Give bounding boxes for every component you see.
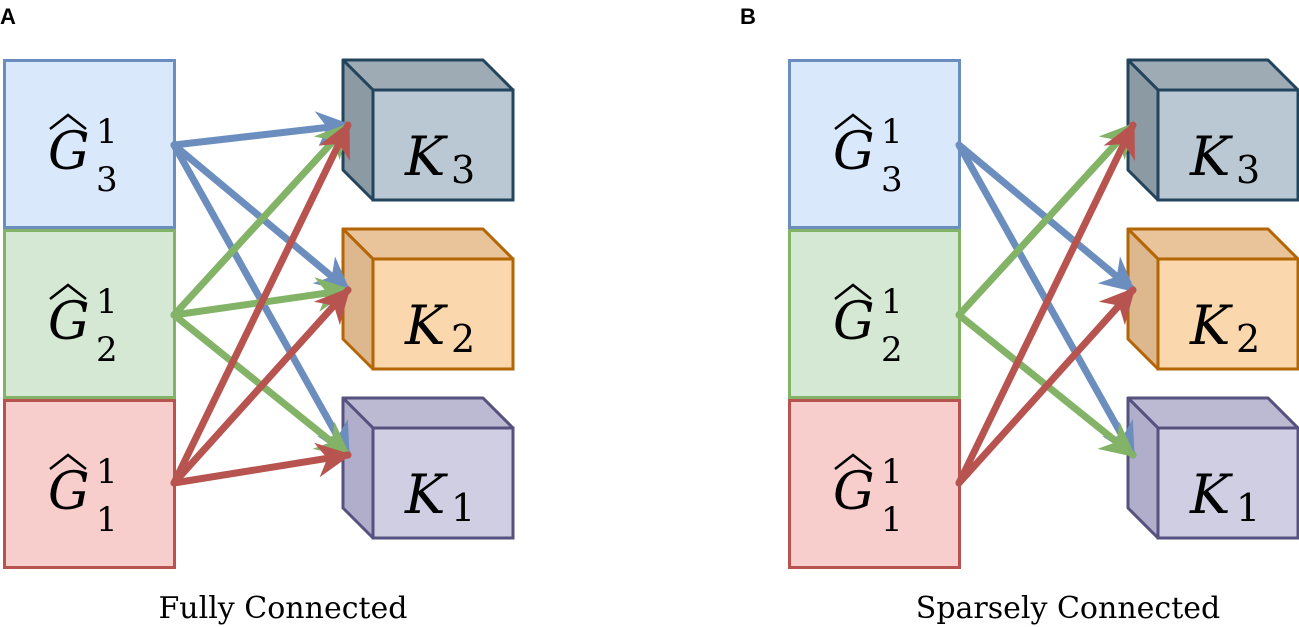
arrow-g2-to-k3 [170, 121, 352, 319]
hat-accent [49, 283, 87, 300]
output-symbol: K [1189, 125, 1233, 188]
output-symbol: K [1189, 294, 1233, 357]
input-subscript: 1 [881, 500, 903, 540]
input-symbol: G [48, 292, 90, 352]
input-symbol: G [833, 122, 875, 182]
input-superscript: 1 [881, 282, 903, 322]
panel-caption: Sparsely Connected [916, 591, 1220, 626]
input-subscript: 3 [96, 160, 118, 200]
input-symbol: G [833, 292, 875, 352]
arrow-g1-to-k3 [955, 121, 1137, 487]
output-symbol: K [1189, 463, 1233, 526]
output-symbol: K [404, 125, 448, 188]
output-subscript: 1 [451, 486, 475, 530]
input-subscript: 2 [96, 330, 118, 370]
input-symbol: G [833, 462, 875, 522]
arrow-g1-to-k2 [955, 286, 1137, 487]
output-subscript: 2 [451, 317, 475, 361]
output-subscript: 3 [451, 148, 475, 192]
connections [170, 111, 352, 487]
output-symbol: K [404, 463, 448, 526]
hat-accent [49, 453, 87, 470]
hat-accent [834, 453, 872, 470]
panel-caption: Fully Connected [158, 591, 407, 626]
input-superscript: 1 [96, 452, 118, 492]
panel-label: B [740, 4, 756, 29]
hat-accent [834, 283, 872, 300]
output-symbol: K [404, 294, 448, 357]
input-symbol: G [48, 462, 90, 522]
input-subscript: 3 [881, 160, 903, 200]
input-subscript: 1 [96, 500, 118, 540]
input-superscript: 1 [96, 282, 118, 322]
output-subscript: 1 [1236, 486, 1260, 530]
input-symbol: G [48, 122, 90, 182]
output-subscript: 3 [1236, 148, 1260, 192]
input-superscript: 1 [96, 112, 118, 152]
input-superscript: 1 [881, 452, 903, 492]
arrow-g1-to-k3 [170, 121, 352, 487]
hat-accent [834, 113, 872, 130]
arrow-g2-to-k3 [955, 121, 1137, 319]
hat-accent [49, 113, 87, 130]
panel-label: A [0, 4, 16, 29]
connections [955, 121, 1137, 487]
input-subscript: 2 [881, 330, 903, 370]
arrow-g3-to-k3 [170, 111, 352, 149]
arrow-g1-to-k2 [170, 286, 352, 487]
input-superscript: 1 [881, 112, 903, 152]
arrow-g1-to-k1 [170, 442, 352, 487]
output-subscript: 2 [1236, 317, 1260, 361]
